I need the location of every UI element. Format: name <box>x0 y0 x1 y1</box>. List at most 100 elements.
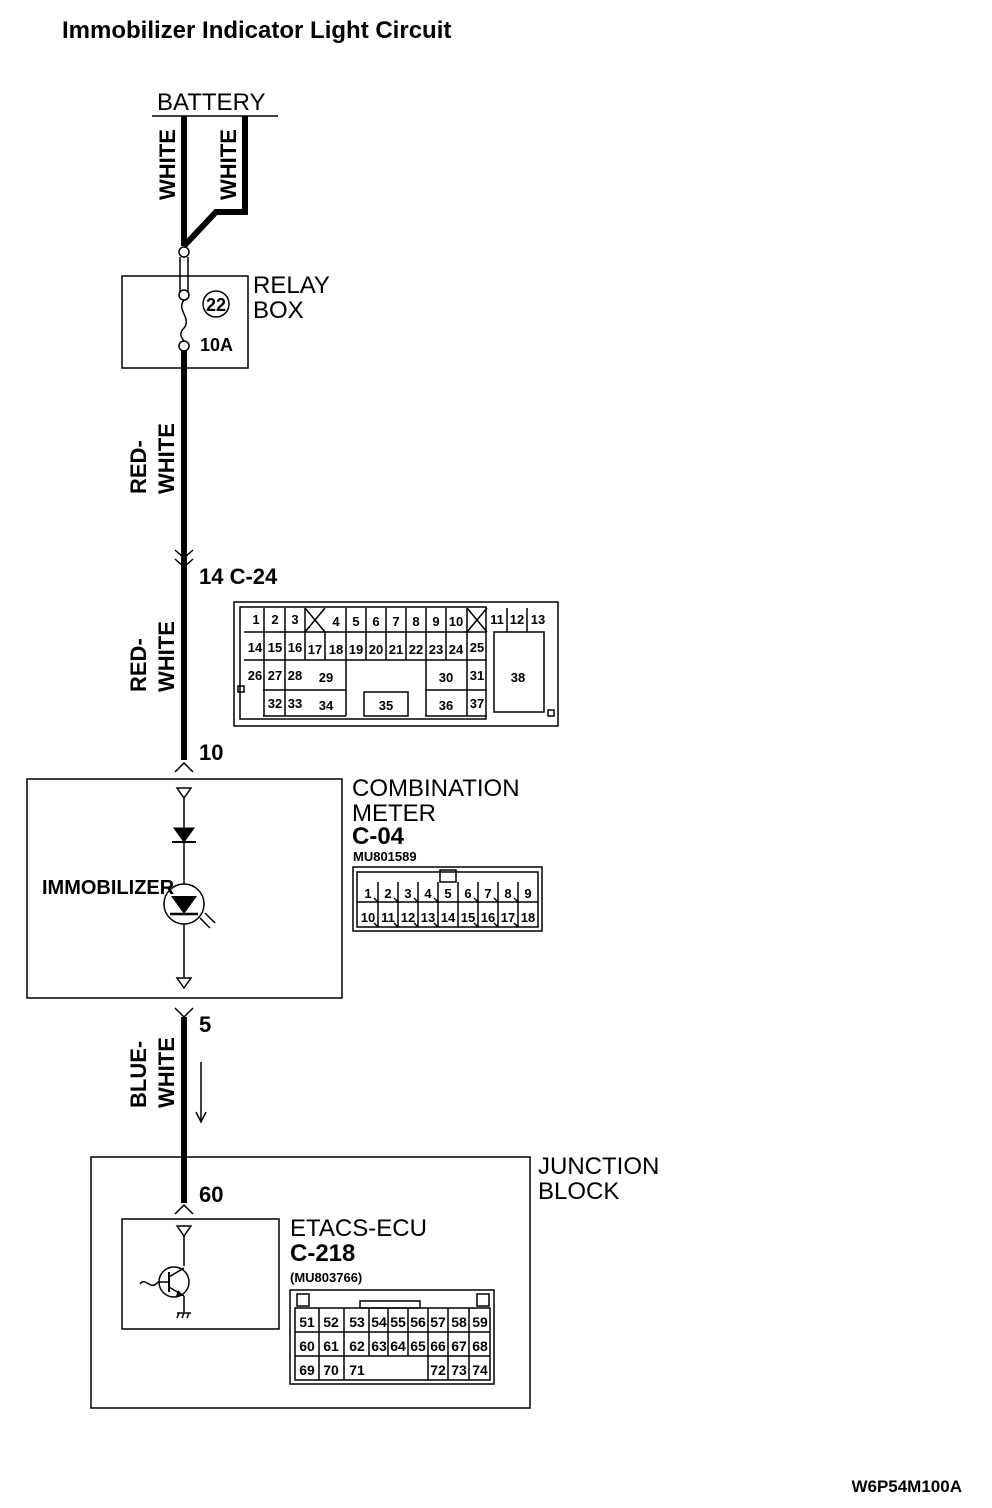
c218-pin: 62 <box>349 1338 365 1354</box>
wire3-color-line2: WHITE <box>154 1037 179 1108</box>
c24-pin: 8 <box>412 614 419 629</box>
fuse-rating: 10A <box>200 335 233 355</box>
relay-box-label-2: BOX <box>253 297 304 324</box>
current-flow-arrow-icon <box>195 1062 207 1124</box>
combination-meter-part-number: MU801589 <box>353 849 417 864</box>
c04-pin: 15 <box>461 910 475 925</box>
wire1-color-line2: WHITE <box>154 423 179 494</box>
c24-pin: 19 <box>349 642 363 657</box>
meter-terminal-top <box>175 787 193 800</box>
c04-pin: 1 <box>364 886 371 901</box>
c24-pin: 15 <box>268 640 282 655</box>
c04-pin: 9 <box>524 886 531 901</box>
c218-pin: 70 <box>323 1362 339 1378</box>
connector-c24-face <box>233 601 559 727</box>
connector-c218-face <box>289 1289 495 1385</box>
c218-pin: 56 <box>410 1314 426 1330</box>
etacs-ecu-box <box>121 1218 280 1330</box>
fuse-terminal-bottom <box>178 340 190 352</box>
c24-pin: 2 <box>271 612 278 627</box>
c218-pin: 73 <box>451 1362 467 1378</box>
c04-pin: 7 <box>484 886 491 901</box>
meter-terminal-bottom <box>175 977 193 990</box>
figure-code: W6P54M100A <box>851 1477 962 1496</box>
c24-pin: 33 <box>288 696 302 711</box>
c218-pin: 69 <box>299 1362 315 1378</box>
c24-pin: 7 <box>392 614 399 629</box>
c24-pin: 12 <box>510 612 524 627</box>
c24-pin: 13 <box>531 612 545 627</box>
junction-block-box <box>90 1156 531 1409</box>
c24-pin: 6 <box>372 614 379 629</box>
pin-5-label: 5 <box>199 1012 211 1037</box>
c218-pin: 51 <box>299 1314 315 1330</box>
c24-pin: 30 <box>439 670 453 685</box>
connector-c24-label: 14 C-24 <box>199 564 278 589</box>
transistor-icon <box>139 1236 190 1312</box>
c04-pin: 5 <box>444 886 451 901</box>
junction-block-label-1: JUNCTION <box>538 1153 659 1180</box>
c218-pin: 59 <box>472 1314 488 1330</box>
c24-pin: 21 <box>389 642 403 657</box>
wire2-color-line2: WHITE <box>154 621 179 692</box>
diagram-title: Immobilizer Indicator Light Circuit <box>62 17 451 44</box>
c04-pin: 8 <box>504 886 511 901</box>
c24-pin: 16 <box>288 640 302 655</box>
c04-pin: 6 <box>464 886 471 901</box>
battery-wire-right-color: WHITE <box>216 129 241 200</box>
indicator-lamp-icon <box>163 883 216 929</box>
battery-wire-left-color: WHITE <box>155 129 180 200</box>
c24-pin: 31 <box>470 668 484 683</box>
c04-pin: 17 <box>501 910 515 925</box>
c04-pin: 4 <box>424 886 432 901</box>
c24-pin: 4 <box>332 614 340 629</box>
relay-terminal-top <box>178 246 190 258</box>
c24-pin: 34 <box>319 698 334 713</box>
c04-pin: 12 <box>401 910 415 925</box>
c24-pin: 24 <box>449 642 464 657</box>
c24-pin: 27 <box>268 668 282 683</box>
pin-10-label: 10 <box>199 740 223 765</box>
connector-c24-mark <box>174 549 194 569</box>
c24-pin: 1 <box>252 612 259 627</box>
combination-meter-label-2: METER <box>352 800 436 827</box>
c218-pin: 72 <box>430 1362 446 1378</box>
c218-pin: 55 <box>390 1314 406 1330</box>
c24-pin: 3 <box>291 612 298 627</box>
c218-pin: 65 <box>410 1338 426 1354</box>
relay-bus-strip <box>179 257 189 292</box>
pin-10-mark <box>174 761 194 773</box>
c24-pin: 36 <box>439 698 453 713</box>
c218-pin: 66 <box>430 1338 446 1354</box>
fuse-number-circle <box>202 290 230 318</box>
pin-60-label: 60 <box>199 1182 223 1207</box>
c04-pin: 14 <box>441 910 456 925</box>
c24-pin: 23 <box>429 642 443 657</box>
c24-pin: 11 <box>490 612 504 627</box>
connector-c04-face <box>352 866 543 932</box>
c24-pin: 18 <box>329 642 343 657</box>
c04-pin: 2 <box>384 886 391 901</box>
c24-pin: 38 <box>511 670 525 685</box>
diode-icon <box>172 827 196 843</box>
wire3-color-line1: BLUE- <box>126 1041 151 1108</box>
battery-wire-right <box>181 116 248 249</box>
c218-pin: 54 <box>371 1314 387 1330</box>
immobilizer-label: IMMOBILIZER <box>42 877 175 899</box>
combination-meter-box <box>26 778 343 999</box>
c218-pin: 58 <box>451 1314 467 1330</box>
c24-pin: 5 <box>352 614 359 629</box>
combination-meter-label-1: COMBINATION <box>352 775 520 802</box>
c218-pin: 68 <box>472 1338 488 1354</box>
c04-pin: 13 <box>421 910 435 925</box>
c04-pin: 3 <box>404 886 411 901</box>
c04-pin: 11 <box>381 910 395 925</box>
c218-pin: 63 <box>371 1338 387 1354</box>
junction-block-label-2: BLOCK <box>538 1178 619 1205</box>
wire1-color-line1: RED- <box>126 440 151 494</box>
ecu-label: ETACS-ECU <box>290 1215 427 1242</box>
c218-pin: 64 <box>390 1338 406 1354</box>
c24-pin: 9 <box>432 614 439 629</box>
c218-pin: 61 <box>323 1338 339 1354</box>
c04-pin: 10 <box>361 910 375 925</box>
